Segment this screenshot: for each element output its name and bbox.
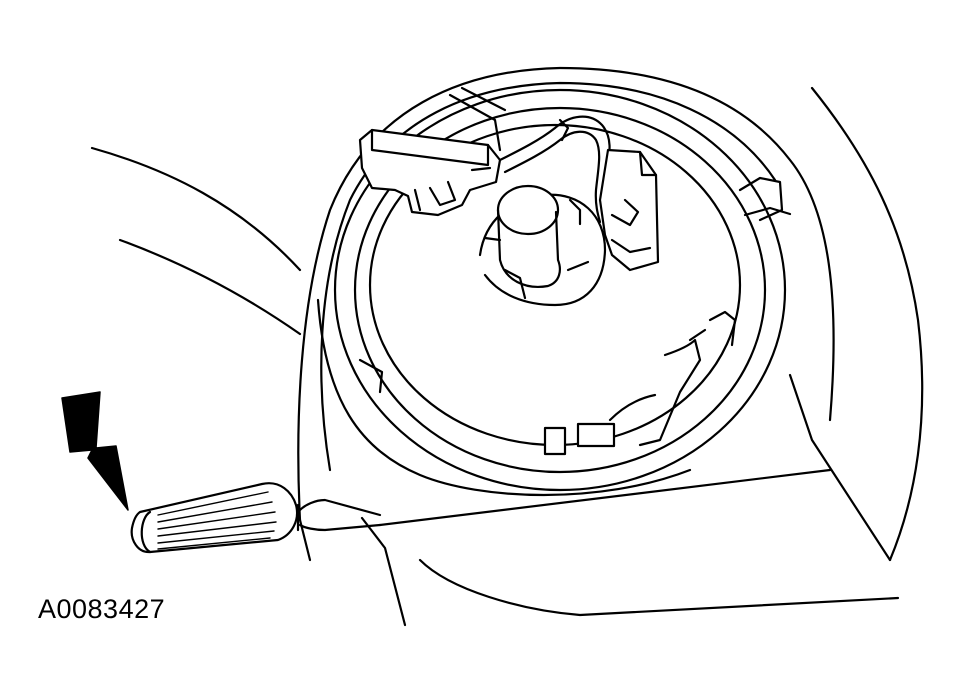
upper-brackets: [448, 86, 507, 152]
dashboard-trim-lines: [90, 146, 302, 336]
connector-right: [598, 148, 660, 272]
arrow-icon: [61, 391, 129, 511]
steering-shaft: [478, 184, 607, 307]
housing-tabs: [358, 176, 792, 456]
column-shroud: [360, 86, 924, 627]
connector-left: [358, 128, 502, 217]
multifunction-stalk: [130, 482, 382, 554]
figure-id-label: A0083427: [38, 594, 166, 624]
